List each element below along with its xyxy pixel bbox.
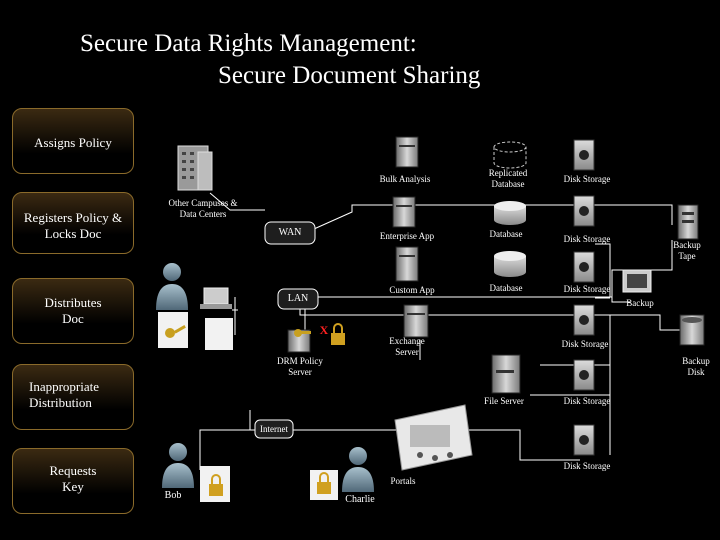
internet-line-left bbox=[199, 429, 250, 470]
building-icon bbox=[177, 145, 213, 191]
title-line-1: Secure Data Rights Management: bbox=[80, 30, 417, 57]
side-box-inappropriate-distribution: Inappropriate Distribution bbox=[12, 364, 134, 430]
charlie-label: Charlie bbox=[345, 494, 375, 505]
disk-line-4 bbox=[540, 315, 611, 366]
server-icon-enterprise-app bbox=[392, 196, 416, 228]
wan-label: WAN bbox=[278, 227, 302, 238]
person-icon-bob bbox=[162, 443, 194, 488]
file-server-label: File Server bbox=[484, 396, 524, 406]
database-label-2: Database bbox=[489, 283, 523, 293]
enterprise-app-label: Enterprise App bbox=[379, 231, 435, 241]
disk-line-2 bbox=[595, 243, 611, 297]
exchange-server-label: Exchange Server bbox=[389, 336, 425, 357]
wan-backbone-line bbox=[304, 204, 673, 234]
lock-icon-charlie bbox=[317, 472, 331, 494]
server-icon-exchange bbox=[403, 304, 429, 338]
disk-storage-label-1: Disk Storage bbox=[563, 174, 611, 184]
backup-label: Backup bbox=[626, 298, 654, 308]
disk-storage-label-6: Disk Storage bbox=[563, 461, 611, 471]
side-box-distributes-doc: Distributes Doc bbox=[12, 278, 134, 344]
side-box-registers-policy: Registers Policy & Locks Doc bbox=[12, 192, 134, 254]
server-icon-file bbox=[491, 354, 521, 394]
person-icon-charlie bbox=[342, 447, 374, 492]
lock-icon-drm bbox=[331, 323, 345, 345]
lan-to-laptop-line bbox=[232, 297, 238, 335]
database-icon-1 bbox=[494, 201, 526, 225]
internet-node bbox=[254, 419, 294, 439]
disk-storage-icons bbox=[573, 139, 595, 456]
side-box-label: Registers Policy & Locks Doc bbox=[23, 210, 123, 241]
backup-tape-label: Backup Tape bbox=[673, 240, 701, 261]
portals-label: Portals bbox=[390, 476, 416, 486]
database-icon-2 bbox=[494, 251, 526, 277]
lan-node bbox=[277, 288, 319, 310]
document-page-laptop bbox=[205, 318, 233, 350]
server-icon-bulk-analysis bbox=[395, 136, 419, 168]
replicated-database-label: Replicated Database bbox=[488, 168, 528, 189]
bob-label: Bob bbox=[164, 490, 182, 501]
side-box-label: Requests Key bbox=[49, 463, 97, 494]
key-icon bbox=[165, 325, 186, 338]
database-icon-replicated bbox=[493, 141, 527, 169]
disk-storage-label-4: Disk Storage bbox=[561, 339, 609, 349]
file-server-line bbox=[530, 365, 611, 396]
side-box-assigns-policy: Assigns Policy bbox=[12, 108, 134, 174]
side-box-label: Distributes Doc bbox=[44, 295, 102, 326]
internet-label: Internet bbox=[260, 424, 288, 434]
person-icon-admin bbox=[156, 263, 188, 310]
side-box-label: Inappropriate Distribution bbox=[29, 379, 100, 410]
side-box-label: Assigns Policy bbox=[34, 135, 112, 150]
laptop-icon bbox=[200, 287, 232, 309]
backup-monitor-icon bbox=[622, 269, 652, 293]
backup-disk-label: Backup Disk bbox=[682, 356, 710, 377]
side-box-requests-key: Requests Key bbox=[12, 448, 134, 514]
drm-policy-server-label: DRM Policy Server bbox=[277, 356, 323, 377]
campus-to-wan-line bbox=[209, 192, 265, 211]
title-line-2: Secure Document Sharing bbox=[218, 62, 481, 89]
x-mark: X bbox=[319, 323, 329, 337]
disk-storage-label-2: Disk Storage bbox=[563, 234, 611, 244]
lan-label: LAN bbox=[287, 293, 309, 304]
lock-icon-bob bbox=[209, 474, 223, 496]
other-campuses-label: Other Campuses & Data Centers bbox=[168, 198, 238, 219]
backup-disk-icon bbox=[679, 314, 705, 346]
key-icon-drm bbox=[294, 329, 311, 337]
disk-storage-label-5: Disk Storage bbox=[563, 396, 611, 406]
custom-app-label: Custom App bbox=[389, 285, 435, 295]
wan-node bbox=[264, 221, 316, 245]
portals-icon bbox=[394, 404, 473, 471]
backup-tape-icon bbox=[677, 204, 699, 240]
bulk-analysis-label: Bulk Analysis bbox=[379, 174, 431, 184]
lan-to-backup-label-line bbox=[611, 297, 630, 303]
server-icon-custom-app bbox=[395, 246, 419, 282]
database-label-1: Database bbox=[489, 229, 523, 239]
disk-storage-label-3: Disk Storage bbox=[563, 284, 611, 294]
